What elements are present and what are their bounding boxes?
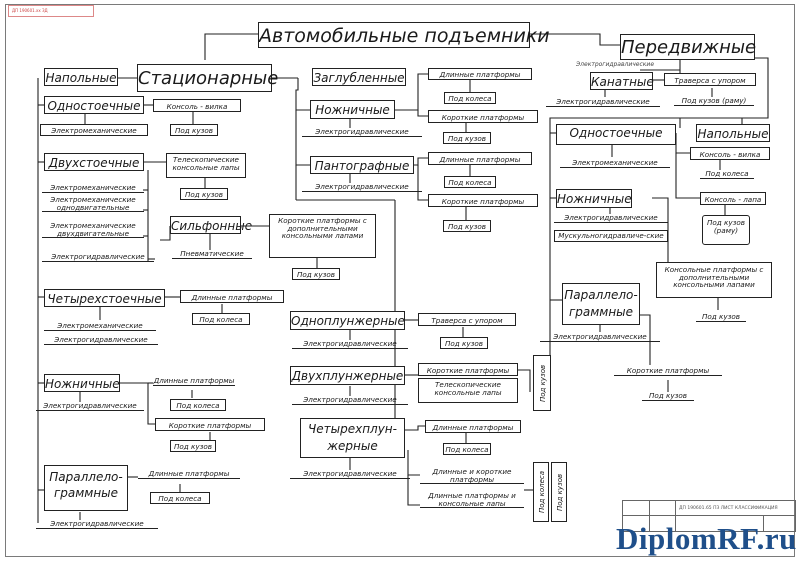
mobile-scissor-feature-2: Под кузов xyxy=(696,313,746,322)
crane-subtext: Электрогидравлические xyxy=(575,61,655,68)
pantograph-feature-2: Под колеса xyxy=(444,176,496,188)
mobile-single-feature-4: Под кузов (раму) xyxy=(702,215,750,245)
scissor-floor-feature-1: Длинные платформы xyxy=(153,376,235,386)
site-watermark: DiplomRF.ru xyxy=(616,521,797,556)
scissor-recessed-node: Ножничные xyxy=(310,100,395,119)
corner-stamp: ДП 190601.xx ЗД xyxy=(8,5,94,17)
two-plunger-node: Двухплунжерные xyxy=(290,366,405,385)
four-post-node: Четырехстоечные xyxy=(44,289,165,307)
four-post-drive-1: Электромеханические xyxy=(44,322,156,331)
scissor-floor-feature-4: Под кузов xyxy=(170,440,216,452)
scissor-recessed-drive-1: Электрогидравлические xyxy=(302,128,422,137)
mobile-single-feature-1: Консоль - вилка xyxy=(690,147,770,160)
two-plunger-vertical-label: Под кузов xyxy=(533,355,551,411)
title-block-text: ДП 190601.65 ПЗ ЛИСТ КЛАССИФИКАЦИЯ xyxy=(679,506,778,511)
scissor-floor-drive-1: Электрогидравлические xyxy=(36,402,144,411)
bellows-feature-2: Под кузов xyxy=(292,268,340,280)
scissor-recessed-feature-4: Под кузов xyxy=(443,132,491,144)
one-plunger-node: Одноплунжерные xyxy=(290,311,405,330)
four-plunger-vertical-label-2: Под кузов xyxy=(551,462,567,522)
single-post-node: Одностоечные xyxy=(44,96,144,114)
one-plunger-drive-1: Электрогидравлические xyxy=(292,340,408,349)
scissor-floor-node: Ножничные xyxy=(44,374,120,392)
two-post-feature-2: Под кузов xyxy=(180,188,228,200)
four-plunger-feature-4: Длинные платформы и консольные лапы xyxy=(420,492,524,509)
two-plunger-feature-1: Короткие платформы xyxy=(418,363,518,376)
bellows-feature-1: Короткие платформы с дополнительными кон… xyxy=(269,214,376,258)
mobile-single-feature-2: Под колеса xyxy=(700,170,754,179)
root-node: Автомобильные подъемники xyxy=(258,22,550,48)
crane-node: Канатные xyxy=(590,72,654,90)
drawing-title-block: ДП 190601.65 ПЗ ЛИСТ КЛАССИФИКАЦИЯ xyxy=(622,500,796,532)
crane-drive-1: Электрогидравлические xyxy=(546,98,660,107)
crane-feature-2: Под кузов (раму) xyxy=(674,97,754,106)
mobile-parallel-feature-2: Под кузов xyxy=(642,392,694,401)
crane-feature-1: Траверса с упором xyxy=(664,73,756,86)
parallel-floor-node: Параллело-граммные xyxy=(44,465,128,511)
pantograph-node: Пантографные xyxy=(310,156,414,174)
parallel-floor-drive-1: Электрогидравлические xyxy=(36,520,158,529)
drawing-sheet-frame xyxy=(5,4,795,557)
mobile-floor-node: Напольные xyxy=(696,124,770,142)
two-post-node: Двухстоечные xyxy=(44,153,144,171)
mobile-node: Передвижные xyxy=(620,34,756,60)
parallel-floor-feature-1: Длинные платформы xyxy=(138,470,240,479)
four-plunger-drive-1: Электрогидравлические xyxy=(290,470,410,479)
scissor-recessed-feature-1: Длинные платформы xyxy=(428,68,532,80)
mobile-scissor-drive-1: Электрогидравлические xyxy=(554,214,668,223)
bellows-drive-1: Пневматические xyxy=(172,250,252,259)
four-plunger-node: Четырехплун-жерные xyxy=(300,418,405,458)
single-post-drive-1: Электромеханические xyxy=(40,124,148,136)
single-post-feature-1: Консоль - вилка xyxy=(153,99,241,112)
four-post-feature-1: Длинные платформы xyxy=(180,290,284,303)
four-plunger-feature-1: Длинные платформы xyxy=(425,420,521,433)
one-plunger-feature-2: Под кузов xyxy=(440,337,488,349)
four-plunger-feature-3: Длинные и короткие платформы xyxy=(420,468,524,485)
four-plunger-feature-2: Под колеса xyxy=(443,443,491,455)
two-post-drive-3: Электромеханические двухдвигательные xyxy=(42,222,144,239)
mobile-single-feature-3: Консоль - лапа xyxy=(700,192,766,205)
parallel-floor-feature-2: Под колеса xyxy=(150,492,210,504)
recessed-node: Заглубленные xyxy=(312,68,406,86)
pantograph-feature-4: Под кузов xyxy=(443,220,491,232)
floor-node: Напольные xyxy=(44,68,118,86)
four-post-drive-2: Электрогидравлические xyxy=(44,336,158,345)
scissor-floor-feature-3: Короткие платформы xyxy=(155,418,265,431)
scissor-floor-feature-2: Под колеса xyxy=(170,399,226,411)
mobile-scissor-drive-2: Мускульногидравличе-ские xyxy=(554,230,668,242)
mobile-parallel-node: Параллело-граммные xyxy=(562,283,640,325)
two-post-drive-1: Электромеханические xyxy=(42,184,144,193)
four-post-feature-2: Под колеса xyxy=(192,313,250,325)
two-post-drive-4: Электрогидравлические xyxy=(42,253,154,262)
pantograph-feature-3: Короткие платформы xyxy=(428,194,538,207)
mobile-single-post-node: Одностоечные xyxy=(556,124,676,145)
two-post-drive-2: Электромеханические однодвигательные xyxy=(42,196,144,213)
mobile-parallel-feature-1: Короткие платформы xyxy=(614,367,722,376)
stationary-node: Стационарные xyxy=(137,64,278,92)
mobile-scissor-feature-1: Консольные платформы с дополнительными к… xyxy=(656,262,772,298)
single-post-feature-2: Под кузов xyxy=(170,124,218,136)
mobile-scissor-node: Ножничные xyxy=(556,189,632,208)
scissor-recessed-feature-3: Короткие платформы xyxy=(428,110,538,123)
mobile-single-drive-1: Электромеханические xyxy=(560,159,670,168)
two-plunger-feature-2: Телескопические консольные лапы xyxy=(418,378,518,403)
mobile-parallel-drive-1: Электрогидравлические xyxy=(540,333,660,342)
one-plunger-feature-1: Траверса с упором xyxy=(418,313,516,326)
scissor-recessed-feature-2: Под колеса xyxy=(444,92,496,104)
two-plunger-drive-1: Электрогидравлические xyxy=(292,396,408,405)
bellows-node: Сильфонные xyxy=(170,216,252,234)
four-plunger-vertical-label-1: Под колеса xyxy=(533,462,549,522)
pantograph-feature-1: Длинные платформы xyxy=(428,152,532,165)
two-post-feature-1: Телескопические консольные лапы xyxy=(166,153,246,178)
pantograph-drive-1: Электрогидравлические xyxy=(302,183,422,192)
